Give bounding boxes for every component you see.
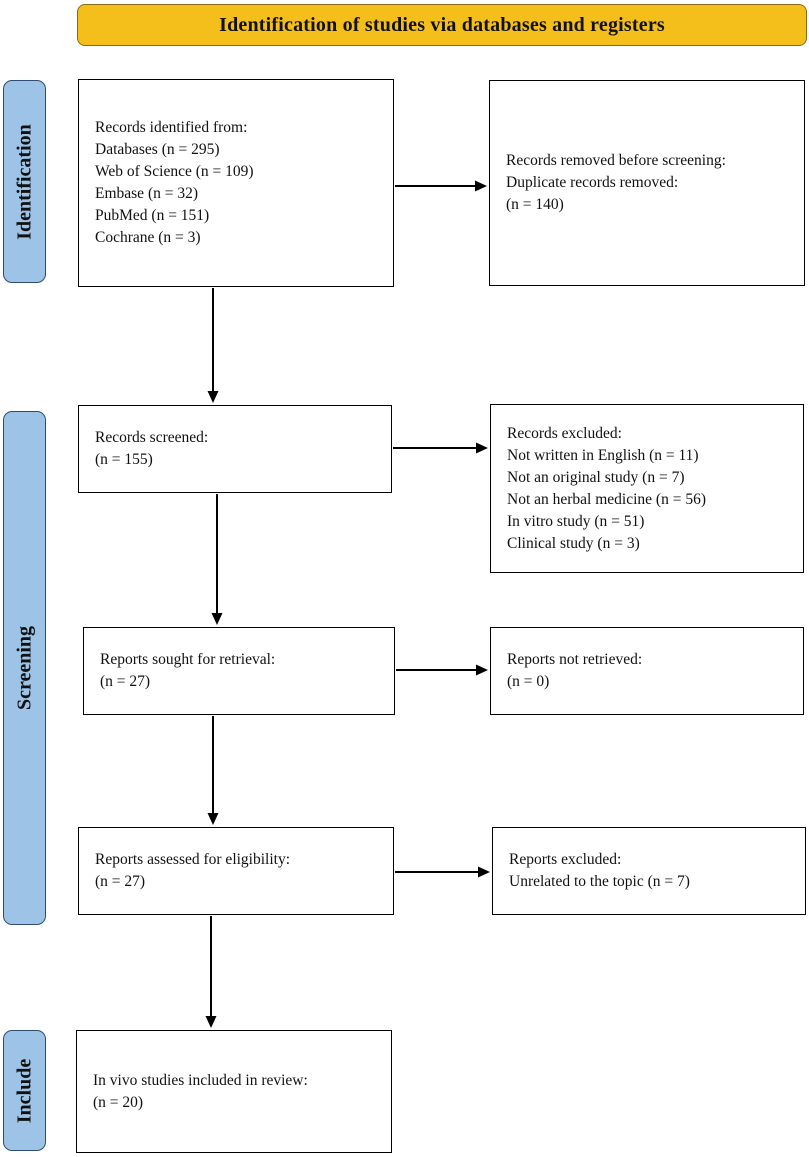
phase-identification: Identification [3, 80, 46, 283]
box-studies-included: In vivo studies included in review: (n =… [76, 1030, 392, 1153]
box-records-screened: Records screened: (n = 155) [78, 405, 392, 493]
box-records-identified-heading: Records identified from: [95, 119, 248, 136]
arrowhead-screened-to-excluded [476, 442, 488, 454]
box-reports-excluded: Reports excluded: Unrelated to the topic… [492, 827, 806, 915]
box-records-removed-heading: Records removed before screening: [506, 152, 726, 169]
box-reports-not-retrieved-heading: Reports not retrieved: [507, 651, 643, 668]
box-records-excluded: Records excluded: Not written in English… [490, 404, 804, 573]
box-records-excluded-line: Not an original study (n = 7) [507, 468, 685, 486]
header-title: Identification of studies via databases … [219, 13, 665, 36]
box-studies-included-heading: In vivo studies included in review: [93, 1071, 308, 1089]
box-reports-assessed: Reports assessed for eligibility: (n = 2… [78, 827, 394, 915]
box-records-identified: Records identified from: Databases (n = … [78, 79, 394, 287]
box-records-removed: Records removed before screening: Duplic… [489, 80, 805, 286]
box-records-identified-line: Embase (n = 32) [95, 185, 199, 202]
box-reports-not-retrieved: Reports not retrieved: (n = 0) [490, 627, 804, 715]
box-records-excluded-line: Clinical study (n = 3) [507, 534, 640, 552]
arrowhead-sought-to-not-retrieved [476, 664, 488, 676]
box-records-screened-line: (n = 155) [95, 451, 153, 468]
box-records-identified-line: PubMed (n = 151) [95, 207, 210, 224]
box-records-excluded-heading: Records excluded: [507, 424, 622, 442]
box-reports-not-retrieved-line: (n = 0) [507, 673, 550, 690]
box-records-screened-heading: Records screened: [95, 429, 209, 446]
box-reports-assessed-heading: Reports assessed for eligibility: [95, 851, 291, 868]
arrowhead-assessed-to-reports-excluded [478, 866, 490, 878]
box-records-identified-line: Databases (n = 295) [95, 141, 220, 158]
box-records-identified-line: Cochrane (n = 3) [95, 229, 201, 246]
arrowhead-identified-to-screened [207, 391, 219, 403]
box-records-removed-line: Duplicate records removed: [506, 174, 679, 191]
box-reports-assessed-line: (n = 27) [95, 873, 146, 890]
phase-include: Include [3, 1030, 46, 1151]
box-records-excluded-line: In vitro study (n = 51) [507, 512, 645, 530]
box-reports-excluded-line: Unrelated to the topic (n = 7) [509, 873, 690, 890]
box-records-excluded-line: Not written in English (n = 11) [507, 446, 699, 464]
box-reports-excluded-heading: Reports excluded: [509, 851, 622, 868]
arrowhead-screened-to-sought [211, 613, 223, 625]
header-banner: Identification of studies via databases … [77, 4, 807, 46]
box-records-excluded-line: Not an herbal medicine (n = 56) [507, 490, 706, 508]
box-records-identified-line: Web of Science (n = 109) [95, 163, 254, 180]
box-studies-included-line: (n = 20) [93, 1093, 144, 1111]
arrowhead-sought-to-assessed [207, 813, 219, 825]
arrowhead-assessed-to-included [205, 1016, 217, 1028]
box-records-removed-line: (n = 140) [506, 196, 564, 213]
box-reports-sought-line: (n = 27) [100, 673, 151, 690]
phase-screening: Screening [3, 411, 46, 925]
box-reports-sought: Reports sought for retrieval: (n = 27) [83, 627, 395, 715]
arrowhead-identified-to-removed [475, 180, 487, 192]
box-reports-sought-heading: Reports sought for retrieval: [100, 651, 276, 668]
